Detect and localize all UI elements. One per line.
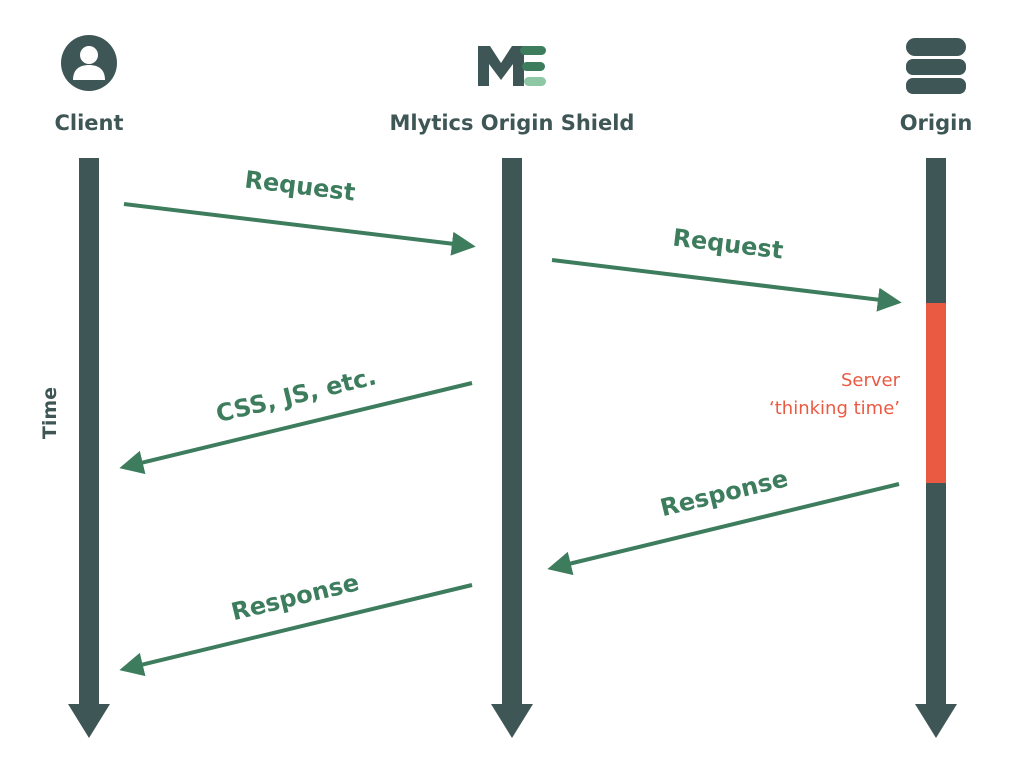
message-shield-to-client-response: Response — [119, 568, 473, 677]
mlytics-logo-icon — [478, 46, 546, 86]
message-client-to-shield-request: Request — [123, 165, 476, 256]
message-label: Request — [243, 165, 357, 206]
client-lifeline — [68, 158, 110, 738]
message-label: CSS, JS, etc. — [213, 362, 379, 428]
note-line-2: ‘thinking time’ — [769, 398, 900, 419]
database-icon — [906, 38, 966, 94]
server-thinking-note: Server ‘thinking time’ — [769, 370, 901, 419]
message-shield-to-client-assets: CSS, JS, etc. — [119, 362, 473, 475]
origin-label: Origin — [900, 111, 973, 135]
thinking-time-bar — [926, 303, 946, 483]
time-axis-label: Time — [39, 387, 61, 439]
message-label: Request — [671, 223, 785, 264]
note-line-1: Server — [841, 370, 901, 391]
shield-label: Mlytics Origin Shield — [390, 111, 635, 135]
user-icon — [61, 35, 117, 91]
message-origin-to-shield-response: Response — [547, 464, 900, 576]
message-shield-to-origin-request: Request — [551, 223, 902, 312]
client-label: Client — [54, 111, 123, 135]
shield-lifeline — [491, 158, 533, 738]
